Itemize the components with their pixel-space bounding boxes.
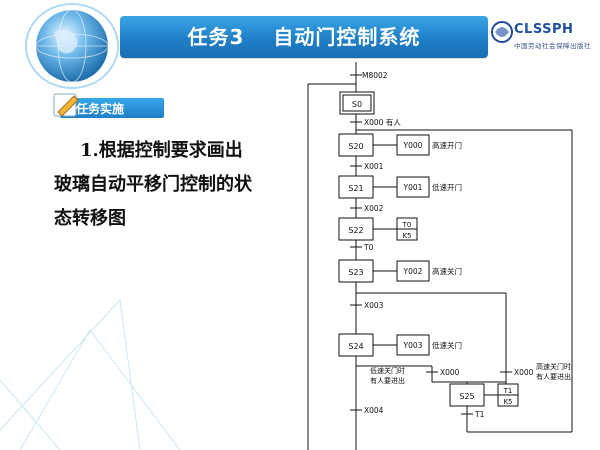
transition-t0: T0 — [363, 243, 374, 252]
action-s20-desc: 高速开门 — [432, 140, 462, 150]
transition-x003: X003 — [364, 301, 384, 310]
step-s21: S21 — [348, 184, 363, 193]
state-transition-diagram: S0 S20 S21 S22 S23 S24 S25 Y000 高速开门 Y00… — [300, 62, 600, 450]
action-s21-desc: 低速开门 — [432, 182, 462, 192]
action-s23-output: Y002 — [403, 267, 423, 276]
step-s23: S23 — [348, 268, 363, 277]
section-tag-label: 任务实施 — [76, 102, 125, 116]
globe-icon — [25, 3, 119, 89]
logo-text: CLSSPH — [514, 22, 574, 37]
action-s23-desc: 高速关门 — [432, 266, 462, 276]
page-title: 任务3 自动门控制系统 — [187, 25, 421, 49]
section-tag — [60, 98, 164, 118]
transition-x000-person: X000 有人 — [364, 117, 401, 127]
transition-m8002: M8002 — [362, 71, 388, 80]
transition-t1: T1 — [474, 410, 485, 419]
pencil-icon — [53, 93, 79, 117]
step-s20: S20 — [348, 142, 363, 151]
action-s20-output: Y000 — [403, 141, 423, 150]
note-left-line-1: 低速关门时 — [370, 366, 405, 375]
task-description: 1.根据控制要求画出 玻璃自动平移门控制的状 态转移图 — [54, 134, 290, 236]
action-s22-timer: T0 — [402, 221, 412, 229]
task-line-2: 玻璃自动平移门控制的状 — [54, 174, 252, 195]
step-s22: S22 — [348, 226, 363, 235]
action-s25-timer: T1 — [503, 387, 513, 395]
logo-subtitle: 中国劳动社会保障出版社 — [514, 42, 591, 50]
step-s25: S25 — [459, 392, 474, 401]
publisher-logo-icon — [491, 21, 513, 43]
action-s22-constant: K5 — [402, 232, 411, 240]
step-s24: S24 — [348, 342, 363, 351]
task-line-3: 态转移图 — [54, 208, 126, 229]
note-left-line-2: 有人要进出 — [370, 376, 405, 385]
action-s21-output: Y001 — [403, 183, 423, 192]
title-banner: 任务3 自动门控制系统 — [120, 16, 488, 58]
task-line-1: 1.根据控制要求画出 — [80, 140, 243, 161]
transition-x000-left: X000 — [440, 368, 460, 377]
action-s25-constant: K5 — [503, 398, 512, 406]
step-s0: S0 — [352, 100, 362, 109]
transition-x002: X002 — [364, 204, 384, 213]
note-right-line-1: 高速关门时 — [536, 362, 571, 371]
transition-x004: X004 — [364, 406, 384, 415]
action-s24-output: Y003 — [403, 341, 423, 350]
transition-x001: X001 — [364, 162, 384, 171]
action-s24-desc: 低速关门 — [432, 340, 462, 350]
transition-x000-right: X000 — [514, 368, 534, 377]
note-right-line-2: 有人要进出 — [536, 372, 571, 381]
